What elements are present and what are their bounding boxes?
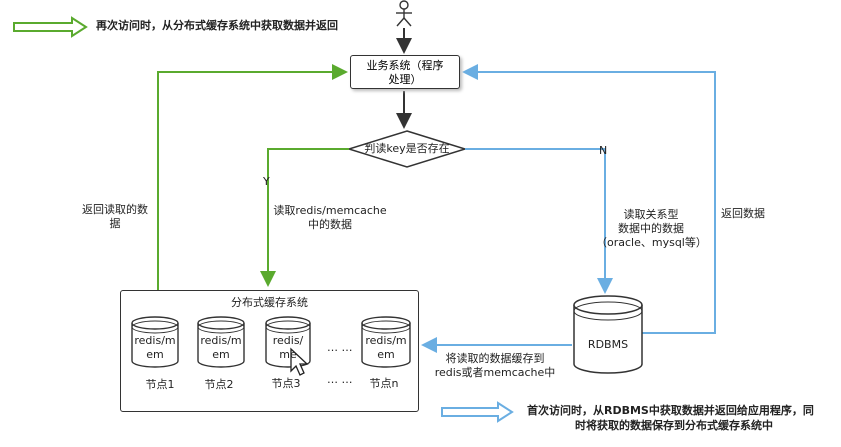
distributed-cache-cluster: 分布式缓存系统 redis/m em redis/m em redis/ me … — [120, 290, 419, 412]
user-icon — [396, 0, 412, 27]
return-read-label-line2: 据 — [109, 217, 121, 230]
read-cache-label-line2: 中的数据 — [308, 218, 352, 231]
business-system-box: 业务系统（程序 处理） — [350, 55, 460, 89]
read-cache-label-line1: 读取redis/memcache — [273, 204, 387, 217]
decision-label: 判读key是否存在 — [364, 142, 450, 155]
yes-label: Y — [263, 175, 270, 188]
ellipsis-top: … … — [327, 341, 353, 354]
read-rdbms-label-line3: （oracle、mysql等） — [596, 236, 707, 249]
return-read-label: 返回读取的数 据 — [74, 203, 156, 231]
cache-node-n-cylinder — [361, 316, 411, 368]
cache-node-3-label: 节点3 — [271, 377, 301, 390]
business-system-label-line2: 处理） — [388, 73, 422, 86]
read-cache-label: 读取redis/memcache 中的数据 — [270, 204, 390, 232]
cache-node-cylinders — [131, 316, 411, 376]
blue-legend-arrow-icon — [441, 401, 514, 423]
cache-node-n-label: 节点n — [369, 377, 399, 390]
yes-branch-arrow — [260, 148, 349, 287]
return-data-label: 返回数据 — [721, 207, 765, 220]
return-data-arrow — [462, 64, 716, 334]
no-branch-arrow — [465, 148, 613, 294]
cache-node-n-name: redis/m em — [365, 334, 407, 361]
save-cache-label: 将读取的数据缓存到 redis或者memcache中 — [430, 352, 560, 380]
read-rdbms-label-line1: 读取关系型 — [623, 208, 679, 221]
rdbms-cylinder — [573, 295, 643, 374]
save-cache-label-line1: 将读取的数据缓存到 — [445, 352, 545, 365]
no-label: N — [599, 144, 608, 157]
green-legend-text: 再次访问时，从分布式缓存系统中获取数据并返回 — [96, 19, 338, 32]
business-system-label-line1: 业务系统（程序 — [366, 59, 444, 72]
ellipsis-bottom: … … — [327, 373, 353, 386]
cache-node-1-name: redis/m em — [134, 334, 176, 361]
return-read-arrow — [157, 64, 348, 290]
cache-node-2-name: redis/m em — [200, 334, 242, 361]
cache-node-1-label: 节点1 — [145, 378, 175, 391]
save-cache-label-line2: redis或者memcache中 — [434, 366, 556, 379]
mouse-pointer-icon — [290, 347, 309, 376]
blue-legend-text-line2: 时将获取的数据保存到分布式缓存系统中 — [575, 419, 773, 432]
read-rdbms-label: 读取关系型 数据中的数据 （oracle、mysql等） — [596, 208, 707, 250]
read-rdbms-label-line2: 数据中的数据 — [618, 222, 684, 235]
green-legend-arrow-icon — [13, 16, 88, 38]
cache-node-3-name: redis/ me — [272, 334, 304, 361]
decision-diamond — [346, 130, 468, 168]
cache-node-1-cylinder — [131, 316, 179, 368]
rdbms-label: RDBMS — [587, 338, 629, 351]
return-read-label-line1: 返回读取的数 — [82, 203, 148, 216]
cluster-title: 分布式缓存系统 — [231, 296, 308, 309]
cache-node-2-label: 节点2 — [204, 378, 234, 391]
cache-node-2-cylinder — [197, 316, 245, 368]
blue-legend-text-line1: 首次访问时，从RDBMS中获取数据并返回给应用程序，同 — [527, 404, 814, 417]
